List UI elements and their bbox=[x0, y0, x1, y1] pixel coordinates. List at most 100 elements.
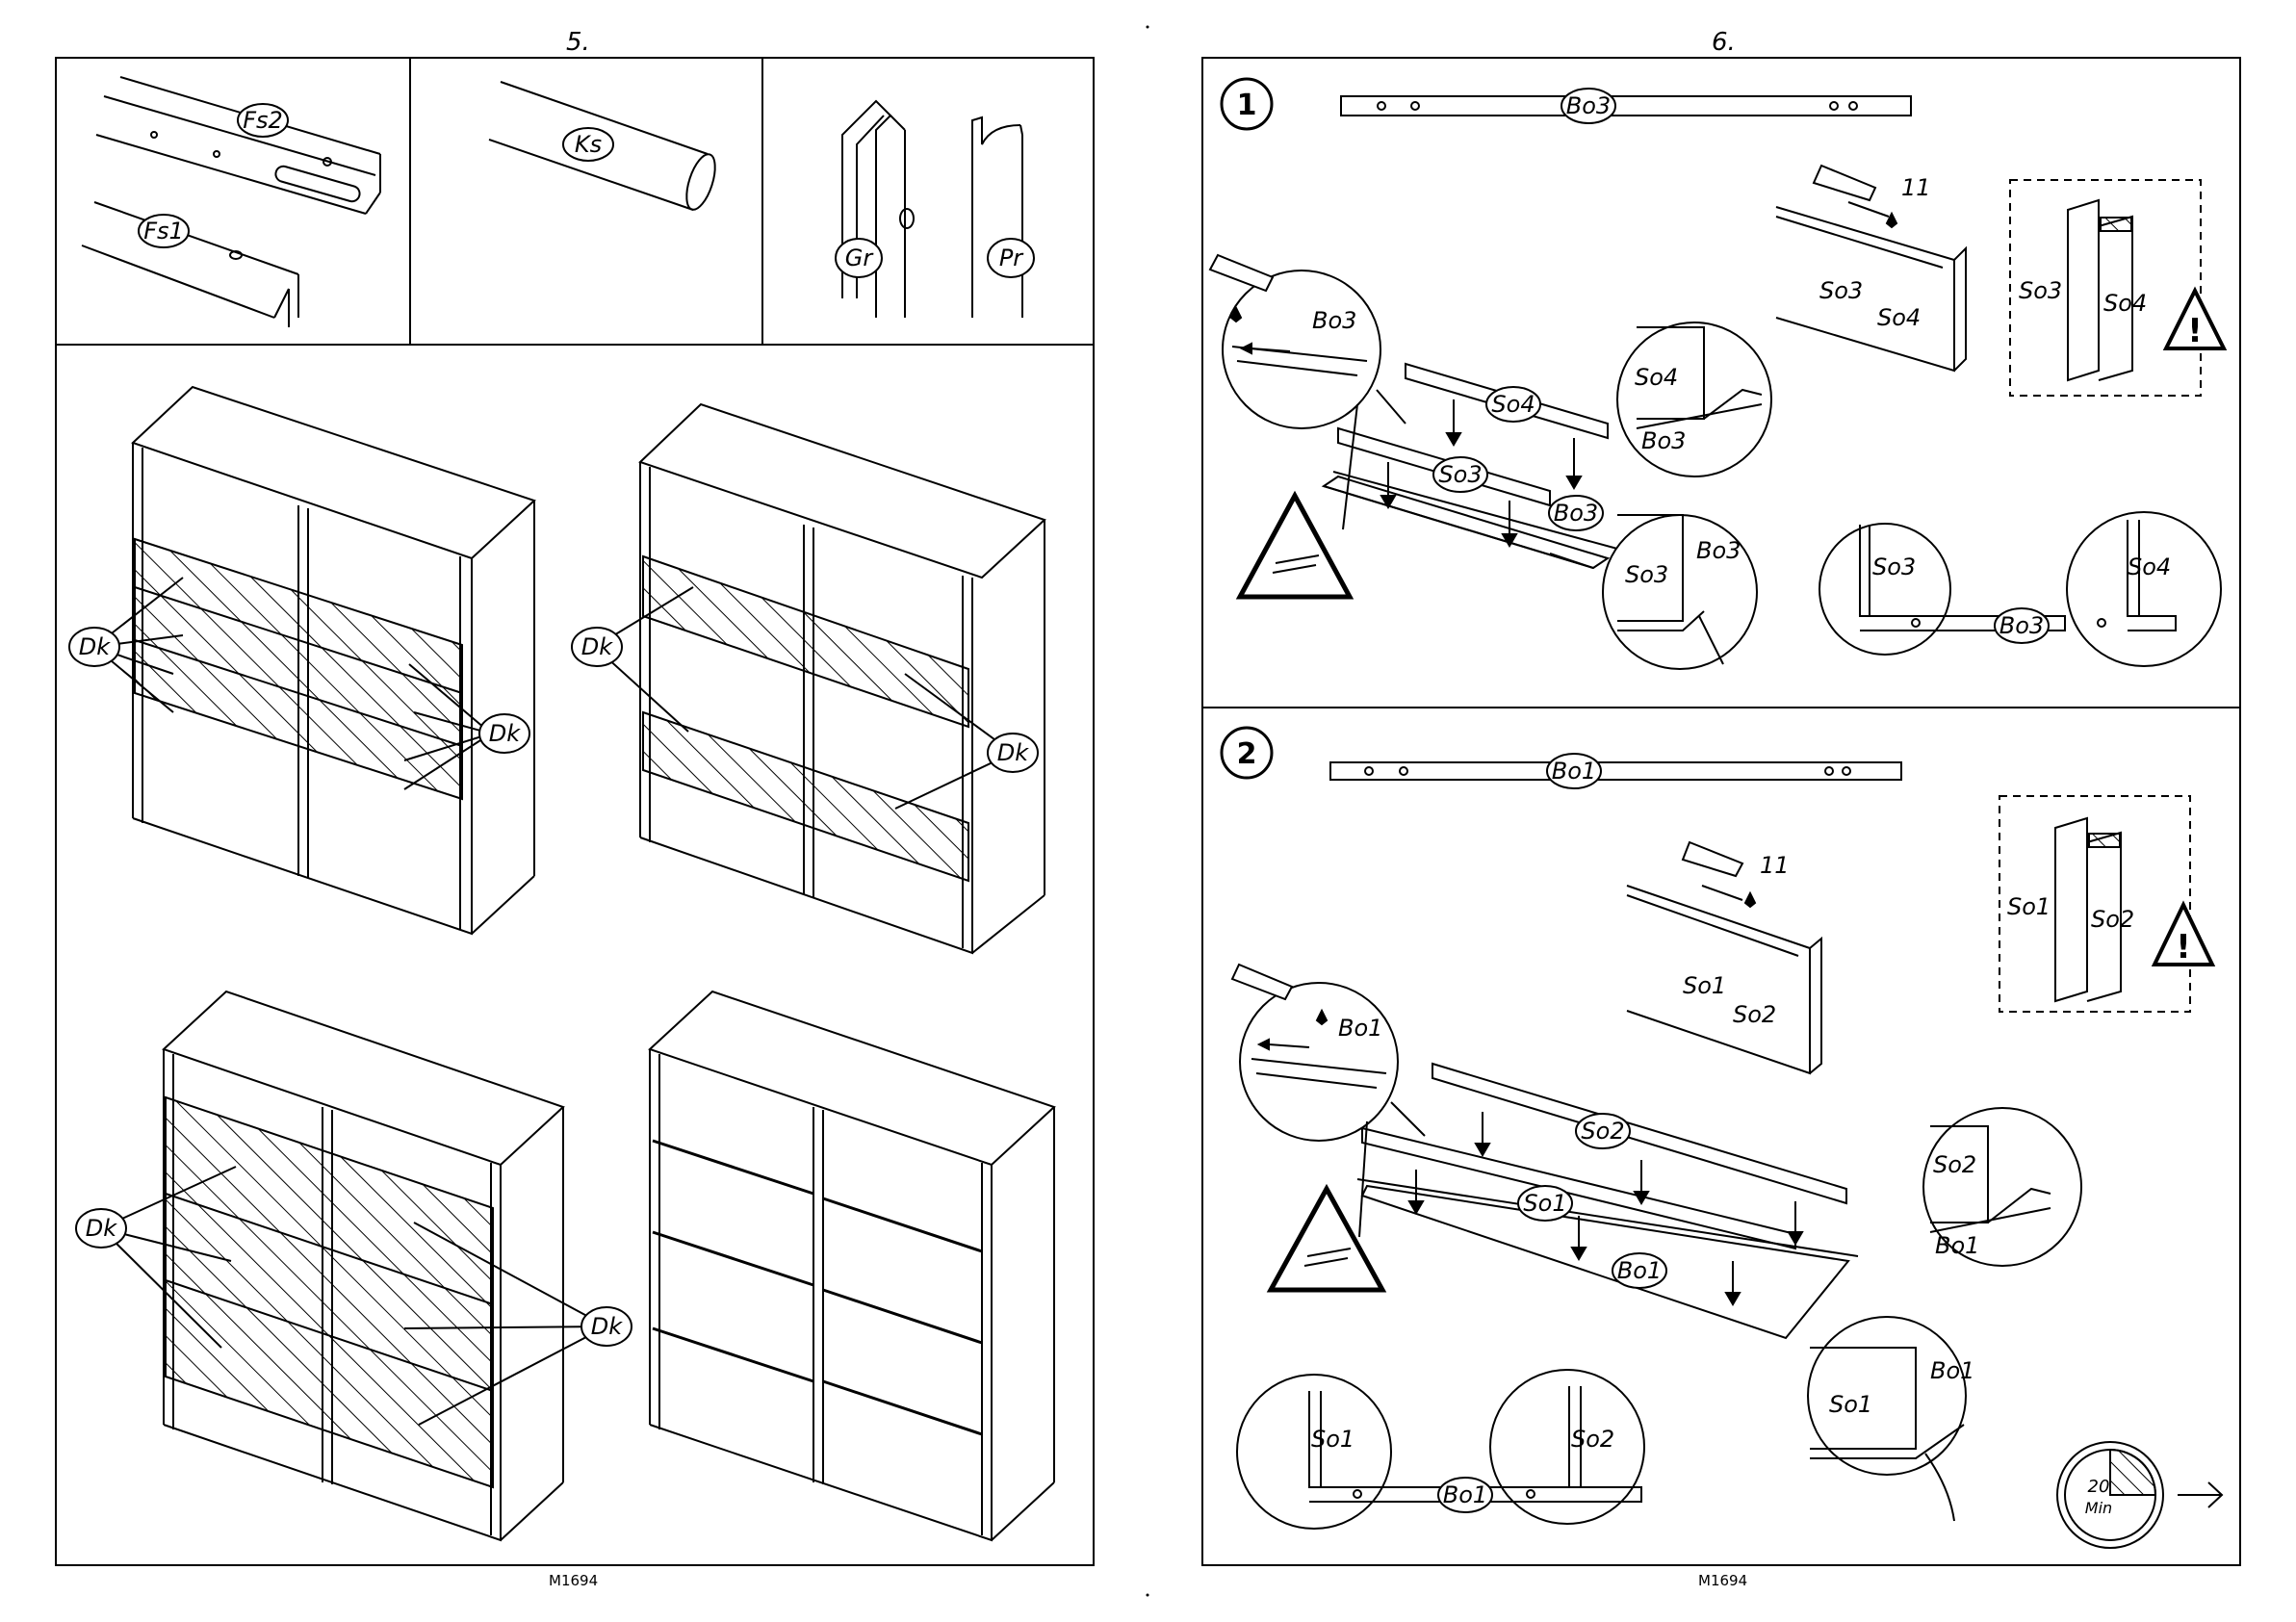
profile-gr-drawing bbox=[842, 101, 914, 318]
svg-text:Dk: Dk bbox=[591, 1313, 623, 1340]
svg-text:Ks: Ks bbox=[575, 131, 602, 158]
label-bo3: Bo3 bbox=[1549, 496, 1603, 530]
bar-bo3-top bbox=[1341, 96, 1911, 116]
door-label-dk: Dk bbox=[479, 714, 529, 753]
svg-text:So3: So3 bbox=[1438, 461, 1482, 488]
svg-text:!: ! bbox=[2176, 928, 2191, 966]
label-so1: So1 bbox=[2007, 893, 2051, 920]
footer-right: M1694 bbox=[1698, 1572, 1747, 1589]
warning-icon: ! bbox=[2166, 291, 2224, 350]
wardrobe-config-3 bbox=[101, 991, 606, 1540]
svg-text:So4: So4 bbox=[1491, 391, 1535, 418]
assembly-step2 bbox=[1357, 1064, 1858, 1338]
label-so1: So1 bbox=[1518, 1186, 1572, 1221]
glue-count-11: 11 bbox=[1760, 852, 1790, 879]
timer-icon bbox=[2057, 1442, 2163, 1548]
svg-text:Bo3: Bo3 bbox=[1999, 612, 2044, 639]
svg-text:2: 2 bbox=[1237, 737, 1257, 771]
label-bo1: Bo1 bbox=[1338, 1015, 1382, 1042]
svg-text:!: ! bbox=[2187, 312, 2203, 350]
page-number-left: 5. bbox=[566, 28, 590, 57]
footer-left: M1694 bbox=[549, 1572, 598, 1589]
label-so4: So4 bbox=[2103, 290, 2147, 317]
step-2-badge: 2 bbox=[1222, 728, 1272, 778]
label-bo3: Bo3 bbox=[1641, 427, 1686, 454]
timer-value: 20 bbox=[2088, 1477, 2110, 1497]
svg-text:Fs1: Fs1 bbox=[143, 218, 184, 245]
door-label-dk: Dk bbox=[76, 1209, 126, 1248]
label-ks: Ks bbox=[563, 128, 613, 161]
svg-text:Bo1: Bo1 bbox=[1443, 1481, 1487, 1508]
page-number-right: 6. bbox=[1712, 28, 1736, 57]
label-bo3: Bo3 bbox=[1696, 537, 1741, 564]
svg-text:Bo1: Bo1 bbox=[1552, 758, 1596, 785]
center-mark bbox=[1147, 26, 1149, 29]
warning-triangle-step1 bbox=[1240, 496, 1350, 597]
profile-pr-drawing bbox=[972, 117, 1022, 318]
svg-text:Dk: Dk bbox=[997, 739, 1029, 766]
wardrobe-config-2 bbox=[595, 404, 1045, 953]
right-page bbox=[1202, 58, 2240, 1565]
glue-count-11: 11 bbox=[1901, 174, 1931, 201]
door-label-dk: Dk bbox=[581, 1307, 632, 1346]
timer-unit: Min bbox=[2085, 1499, 2112, 1517]
label-bo1: Bo1 bbox=[1547, 754, 1601, 788]
label-so2: So2 bbox=[2091, 906, 2134, 933]
label-pr: Pr bbox=[988, 239, 1034, 277]
arrow-right-icon bbox=[2178, 1482, 2222, 1507]
label-so3: So3 bbox=[2019, 277, 2062, 304]
svg-text:Dk: Dk bbox=[86, 1215, 117, 1242]
label-bo3: Bo3 bbox=[1312, 307, 1356, 334]
label-so2: So2 bbox=[1571, 1426, 1614, 1453]
label-so3: So3 bbox=[1819, 277, 1863, 304]
warning-icon: ! bbox=[2154, 905, 2212, 966]
label-bo3: Bo3 bbox=[1995, 608, 2049, 643]
svg-text:Bo3: Bo3 bbox=[1566, 92, 1611, 119]
label-so4: So4 bbox=[1877, 304, 1921, 331]
label-so2: So2 bbox=[1933, 1151, 1976, 1178]
wardrobe-config-1 bbox=[133, 387, 534, 934]
svg-text:Bo1: Bo1 bbox=[1617, 1257, 1662, 1284]
label-so2: So2 bbox=[1576, 1114, 1630, 1148]
label-bo3: Bo3 bbox=[1561, 89, 1615, 123]
svg-text:Fs2: Fs2 bbox=[243, 107, 283, 134]
wardrobe-config-4 bbox=[650, 991, 1054, 1540]
rail-fs1-drawing bbox=[82, 202, 298, 327]
label-bo1: Bo1 bbox=[1612, 1253, 1666, 1288]
label-so3: So3 bbox=[1872, 554, 1916, 580]
bar-bo1-top bbox=[1330, 762, 1901, 780]
svg-text:Gr: Gr bbox=[845, 245, 875, 271]
svg-text:Pr: Pr bbox=[999, 245, 1024, 271]
joint-detail-circle-so1 bbox=[1808, 1317, 1966, 1521]
label-so4: So4 bbox=[2128, 554, 2171, 580]
center-mark bbox=[1147, 1594, 1149, 1597]
step-1-badge: 1 bbox=[1222, 79, 1272, 129]
door-label-dk: Dk bbox=[69, 628, 119, 666]
label-gr: Gr bbox=[836, 239, 882, 277]
svg-text:So1: So1 bbox=[1523, 1190, 1566, 1217]
svg-text:Dk: Dk bbox=[581, 633, 613, 660]
label-so2: So2 bbox=[1733, 1001, 1776, 1028]
svg-text:Dk: Dk bbox=[79, 633, 111, 660]
svg-text:Dk: Dk bbox=[489, 720, 521, 747]
svg-text:Bo3: Bo3 bbox=[1554, 500, 1598, 527]
joint-detail-circle-so4 bbox=[1617, 322, 1771, 476]
door-label-dk: Dk bbox=[988, 734, 1038, 772]
door-label-dk: Dk bbox=[572, 628, 622, 666]
label-so1: So1 bbox=[1829, 1391, 1872, 1418]
label-so1: So1 bbox=[1311, 1426, 1354, 1453]
label-so1: So1 bbox=[1683, 972, 1726, 999]
label-fs1: Fs1 bbox=[139, 215, 189, 247]
label-bo1: Bo1 bbox=[1438, 1478, 1492, 1512]
svg-text:So2: So2 bbox=[1581, 1118, 1624, 1145]
rail-fs2-drawing bbox=[96, 77, 380, 214]
label-bo1: Bo1 bbox=[1930, 1357, 1974, 1384]
label-so3: So3 bbox=[1433, 457, 1487, 492]
label-so3: So3 bbox=[1625, 561, 1668, 588]
glue-panel-step2 bbox=[1627, 842, 1821, 1073]
label-so4: So4 bbox=[1635, 364, 1678, 391]
glue-panel-step1 bbox=[1776, 166, 1966, 371]
svg-text:1: 1 bbox=[1237, 89, 1257, 122]
label-fs2: Fs2 bbox=[238, 104, 288, 137]
